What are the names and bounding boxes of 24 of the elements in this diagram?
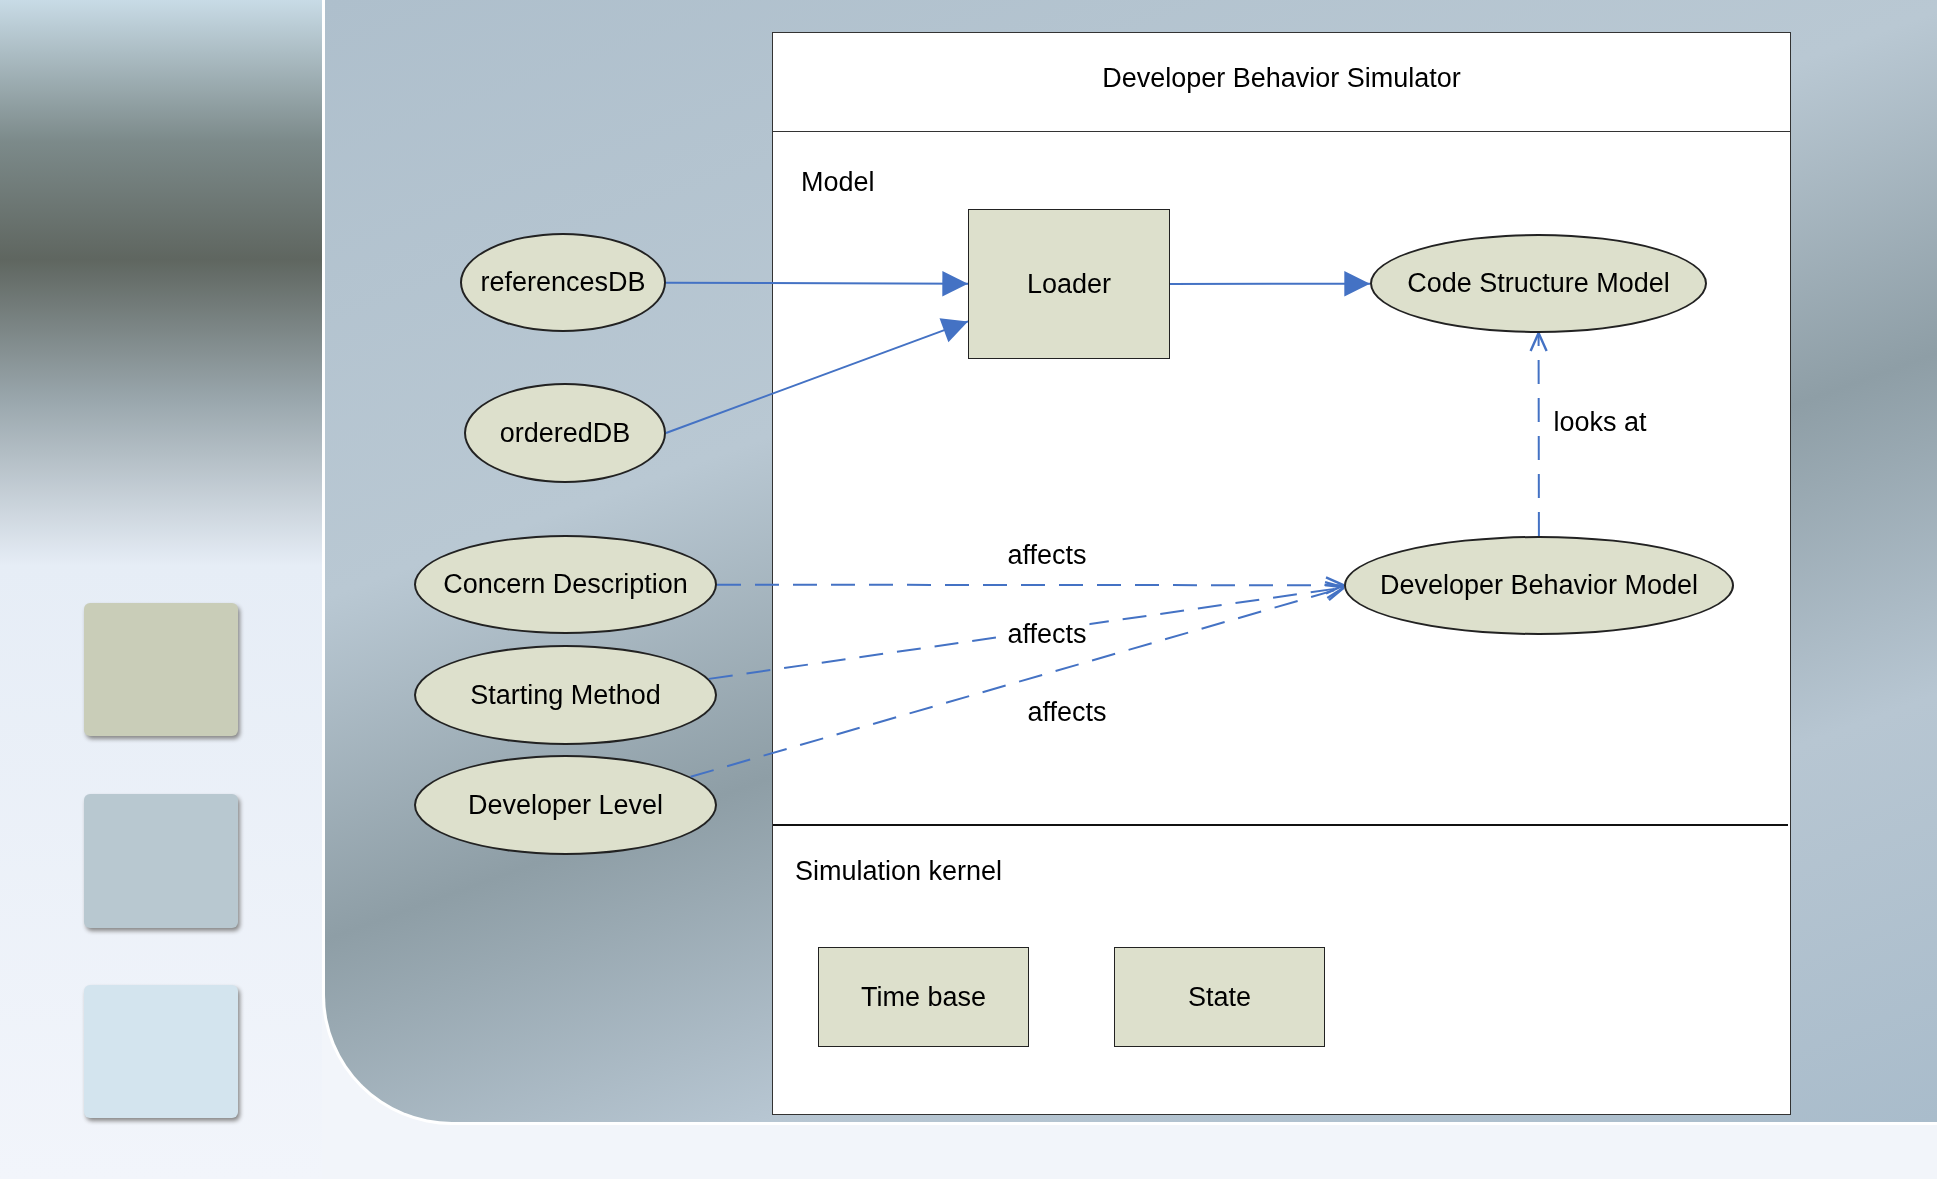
section-label: Model [801, 167, 875, 198]
dashed-arrow [689, 583, 1346, 778]
node-label: Code Structure Model [1407, 268, 1670, 299]
node-label: referencesDB [480, 267, 646, 298]
arrow [665, 270, 969, 297]
process-box [1114, 947, 1325, 1047]
dashed-arrow [716, 576, 1346, 595]
node-label: orderedDB [499, 417, 631, 449]
node-label: Time base [860, 981, 986, 1013]
dashed-arrow [1529, 331, 1548, 537]
node-label: Starting Method [470, 679, 661, 711]
node-label: Developer Behavior Simulator [1101, 63, 1462, 94]
arrow [1169, 271, 1371, 297]
node-label: State [1187, 981, 1251, 1013]
node-label: Concern Description [443, 569, 688, 600]
process-box [968, 209, 1170, 359]
edge-label: looks at [1552, 406, 1648, 438]
process-box [818, 947, 1029, 1047]
section-label: Simulation kernel [795, 856, 1003, 887]
node-label: Developer Behavior Model [1379, 570, 1699, 601]
node-label: Developer Level [467, 789, 664, 821]
simulator-frame [772, 32, 1791, 1115]
arrow [665, 318, 969, 434]
node-label: Loader [1026, 268, 1112, 300]
